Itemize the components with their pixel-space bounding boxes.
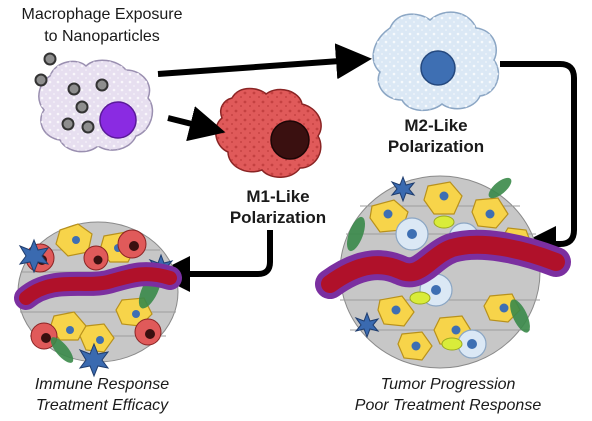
m1-polarization-label: M1-Like Polarization	[212, 186, 344, 228]
resting-nucleus	[99, 101, 137, 139]
tumor-caption-line-1: Tumor Progression	[380, 376, 516, 393]
t-cell-stars-right	[354, 175, 416, 339]
m1-macrophage	[215, 87, 322, 178]
arrow-to-m1	[167, 106, 226, 142]
diagram-title: Macrophage Exposure to Nanoparticles	[12, 4, 192, 48]
immune-response-caption: Immune Response Treatment Efficacy	[2, 374, 202, 416]
m2-nucleus	[420, 50, 456, 86]
arrow-m2-to-tumor	[500, 61, 577, 262]
m1-label-line-2: Polarization	[229, 208, 327, 227]
resting-macrophage	[34, 52, 154, 153]
progression-tumor-tissue	[315, 175, 571, 369]
m1-label-line-1: M1-Like	[246, 187, 310, 206]
m2-macrophage	[372, 11, 500, 112]
m1-nucleus	[270, 120, 310, 160]
m2-label-line-1: M2-Like	[404, 116, 468, 135]
arrows	[154, 43, 577, 292]
immune-tumor-tissue	[14, 221, 182, 378]
arrow-m1-to-immune	[154, 230, 273, 292]
arrow-to-m2	[157, 43, 372, 80]
m2-label-line-2: Polarization	[387, 137, 485, 156]
tumor-caption-line-2: Poor Treatment Response	[354, 397, 542, 414]
title-line-2: to Nanoparticles	[44, 28, 160, 45]
title-line-1: Macrophage Exposure	[21, 6, 183, 23]
m2-polarization-label: M2-Like Polarization	[370, 115, 502, 157]
immune-caption-line-1: Immune Response	[34, 376, 170, 393]
nanoparticles	[34, 52, 109, 134]
immune-caption-line-2: Treatment Efficacy	[35, 397, 169, 414]
tumor-progression-caption: Tumor Progression Poor Treatment Respons…	[318, 374, 578, 416]
